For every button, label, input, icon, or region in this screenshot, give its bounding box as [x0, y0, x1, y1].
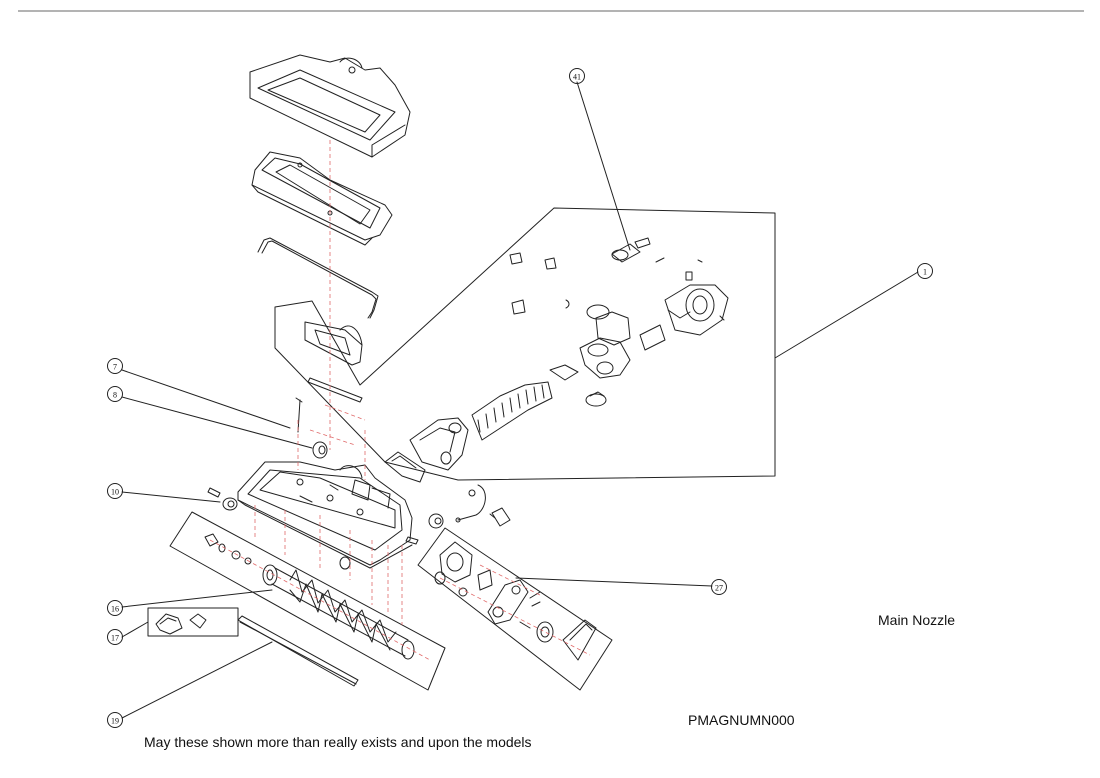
wire-rod-part	[257, 237, 379, 319]
wheel-part	[222, 441, 444, 570]
motor-box	[417, 527, 613, 691]
model-code: PMAGNUMN000	[688, 712, 795, 728]
callout-label-19: 19	[111, 717, 119, 726]
clip-box	[147, 607, 239, 637]
edge-strip-part	[237, 615, 359, 687]
diagram-title: Main Nozzle	[878, 612, 956, 628]
callout-label-17: 17	[111, 634, 119, 643]
callout-leaders	[121, 81, 919, 719]
brushroll-box	[169, 511, 446, 691]
callout-label-27: 27	[715, 584, 723, 593]
top-cover-part	[249, 54, 411, 158]
callout-label-41: 41	[573, 73, 581, 82]
hose-assembly-part	[409, 237, 729, 471]
callout-label-10: 10	[111, 488, 119, 497]
hose-detail-box	[274, 207, 776, 481]
small-hardware-part	[384, 451, 511, 527]
footnote: May these shown more than really exists …	[144, 734, 532, 750]
callout-circles	[107, 68, 933, 728]
callout-label-16: 16	[111, 605, 119, 614]
pin-part	[207, 377, 419, 545]
bracket-part	[304, 321, 363, 366]
callout-labels: 7 8 10 16 17 19 27 41 1	[111, 73, 927, 726]
base-plate-part	[237, 461, 413, 569]
callout-label-7: 7	[113, 363, 117, 372]
assembly-guide-lines	[209, 140, 591, 661]
callout-label-1: 1	[923, 268, 927, 277]
motor-part	[434, 541, 597, 661]
inner-housing-part	[251, 151, 393, 246]
callout-label-8: 8	[113, 391, 117, 400]
brushroll-part	[204, 533, 415, 660]
